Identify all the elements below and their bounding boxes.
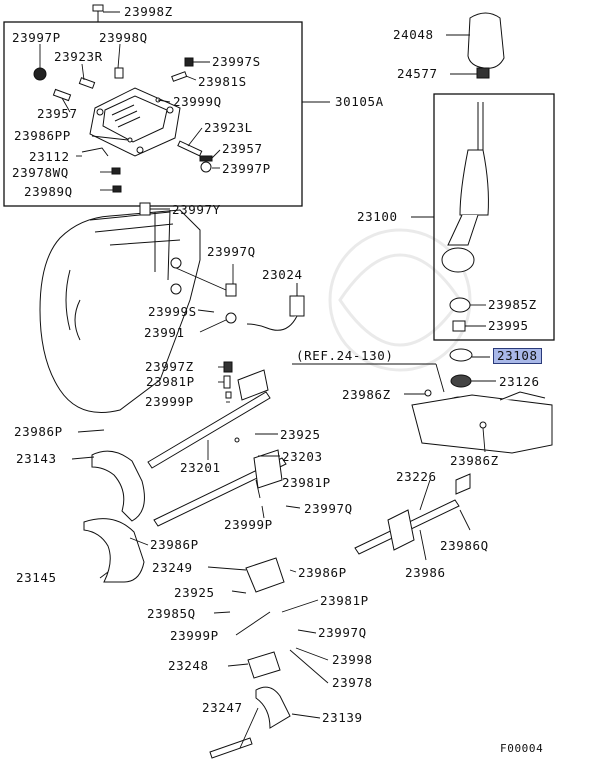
label-23986z-b: 23986Z bbox=[450, 453, 499, 468]
label-23998: 23998 bbox=[332, 652, 373, 667]
fork-leaders bbox=[71, 429, 329, 749]
box-leaders bbox=[39, 43, 221, 191]
label-23997q: 23997Q bbox=[207, 244, 256, 259]
label-23024: 23024 bbox=[262, 267, 303, 282]
label-23997p: 23997P bbox=[12, 30, 61, 45]
label-23247: 23247 bbox=[202, 700, 243, 715]
label-23986q: 23986Q bbox=[440, 538, 489, 553]
label-24048: 24048 bbox=[393, 27, 434, 42]
box-30105a bbox=[3, 21, 303, 207]
label-23201: 23201 bbox=[180, 460, 221, 475]
label-23999p: 23999P bbox=[145, 394, 194, 409]
label-23999p-b: 23999P bbox=[224, 517, 273, 532]
box-small-parts bbox=[33, 57, 213, 193]
label-23981p-b: 23981P bbox=[282, 475, 331, 490]
label-23978wq: 23978WQ bbox=[12, 165, 69, 180]
label-23986p: 23986P bbox=[14, 424, 63, 439]
transmission-case bbox=[39, 202, 237, 413]
label-23999p-c: 23999P bbox=[170, 628, 219, 643]
label-23997s: 23997S bbox=[212, 54, 261, 69]
retainer-parts bbox=[411, 348, 553, 454]
label-23997y: 23997Y bbox=[172, 202, 221, 217]
shift-rails bbox=[147, 361, 471, 555]
label-23999q: 23999Q bbox=[173, 94, 222, 109]
label-23139: 23139 bbox=[322, 710, 363, 725]
label-23981p: 23981P bbox=[146, 374, 195, 389]
sensor-23024 bbox=[225, 283, 305, 331]
case-leaders bbox=[150, 208, 234, 333]
label-23126: 23126 bbox=[499, 374, 540, 389]
label-23923r: 23923R bbox=[54, 49, 103, 64]
rail-leaders bbox=[207, 366, 471, 561]
label-23925: 23925 bbox=[280, 427, 321, 442]
label-23923l: 23923L bbox=[204, 120, 253, 135]
figure-code: F00004 bbox=[500, 742, 544, 755]
label-23997p-b: 23997P bbox=[222, 161, 271, 176]
label-23957-b: 23957 bbox=[222, 141, 263, 156]
label-23985z: 23985Z bbox=[488, 297, 537, 312]
knob-24048 bbox=[467, 12, 505, 79]
label-23925-b: 23925 bbox=[174, 585, 215, 600]
label-23989q: 23989Q bbox=[24, 184, 73, 199]
label-23986z: 23986Z bbox=[342, 387, 391, 402]
label-23248: 23248 bbox=[168, 658, 209, 673]
label-30105a: 30105A bbox=[335, 94, 384, 109]
label-23100: 23100 bbox=[357, 209, 398, 224]
label-23997z: 23997Z bbox=[145, 359, 194, 374]
label-23998z: 23998Z bbox=[124, 4, 173, 19]
label-23997q-b: 23997Q bbox=[304, 501, 353, 516]
label-23981p-c: 23981P bbox=[320, 593, 369, 608]
label-23998q: 23998Q bbox=[99, 30, 148, 45]
shift-forks bbox=[83, 450, 291, 759]
label-23986pp: 23986PP bbox=[14, 128, 71, 143]
label-23108-highlighted[interactable]: 23108 bbox=[493, 348, 542, 364]
label-23986p-c: 23986P bbox=[298, 565, 347, 580]
label-23985q: 23985Q bbox=[147, 606, 196, 621]
cover-plate bbox=[89, 87, 181, 157]
label-23249: 23249 bbox=[152, 560, 193, 575]
shift-lever bbox=[441, 102, 489, 332]
label-23997q-c: 23997Q bbox=[318, 625, 367, 640]
retainer-leaders bbox=[292, 356, 496, 453]
label-23986p-b: 23986P bbox=[150, 537, 199, 552]
label-23995: 23995 bbox=[488, 318, 529, 333]
label-24577: 24577 bbox=[397, 66, 438, 81]
label-23986: 23986 bbox=[405, 565, 446, 580]
label-23978: 23978 bbox=[332, 675, 373, 690]
label-23112: 23112 bbox=[29, 149, 70, 164]
label-23981s: 23981S bbox=[198, 74, 247, 89]
label-23145: 23145 bbox=[16, 570, 57, 585]
ref-note: (REF.24-130) bbox=[296, 348, 394, 363]
label-23957: 23957 bbox=[37, 106, 78, 121]
label-23999s: 23999S bbox=[148, 304, 197, 319]
bolt-23998z bbox=[92, 4, 120, 22]
label-23226: 23226 bbox=[396, 469, 437, 484]
label-23143: 23143 bbox=[16, 451, 57, 466]
label-23203: 23203 bbox=[282, 449, 323, 464]
label-23991: 23991 bbox=[144, 325, 185, 340]
